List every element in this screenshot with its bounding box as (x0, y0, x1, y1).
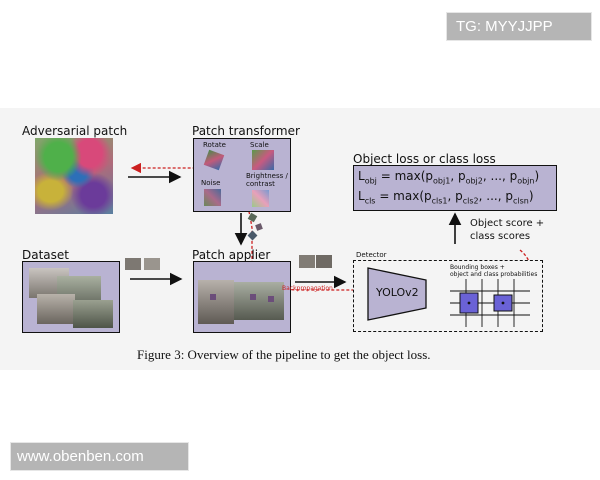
applied-patch-2 (250, 294, 256, 300)
patched-batch-thumb-1 (299, 255, 315, 268)
detector-box: YOLOv2 Bounding boxes + object and class… (353, 260, 543, 332)
bbox-label-2: object and class probabilities (450, 271, 538, 278)
yolo-trapezoid (367, 267, 427, 321)
patch-applier-box (193, 261, 291, 333)
applied-image-1 (198, 280, 234, 324)
dataset-box (22, 261, 120, 333)
dataset-label: Dataset (22, 248, 69, 262)
detection-grid (450, 279, 530, 327)
brightness-thumb (252, 190, 269, 207)
patch-transformer-label: Patch transformer (192, 124, 300, 138)
brightness-label-2: contrast (246, 180, 275, 188)
loss-box: Lobj = max(pobj1, pobj2, ..., pobjn) Lcl… (353, 165, 557, 211)
dataset-image-4 (73, 300, 113, 328)
rotate-label: Rotate (203, 141, 226, 149)
adversarial-patch-label: Adversarial patch (22, 124, 128, 138)
rotate-thumb (203, 149, 225, 171)
watermark-bottom-text: www.obenben.com (17, 448, 144, 465)
yolo-label: YOLOv2 (376, 286, 419, 299)
loss-label: Object loss or class loss (353, 152, 496, 166)
adversarial-patch-image (35, 138, 113, 214)
patch-transformer-box: Rotate Scale Noise Brightness / contrast (193, 138, 291, 212)
scale-thumb (252, 150, 274, 170)
watermark-top-right: TG: MYYJJPP (446, 12, 592, 41)
scale-label: Scale (250, 141, 269, 149)
brightness-label-1: Brightness / (246, 172, 288, 180)
backprop-label: Backpropagation (282, 285, 333, 292)
dataset-image-3 (37, 294, 75, 324)
figure-caption: Figure 3: Overview of the pipeline to ge… (137, 347, 431, 362)
applied-patch-1 (210, 294, 216, 300)
watermark-top-text: TG: MYYJJPP (456, 18, 553, 35)
applied-patch-3 (268, 296, 274, 302)
applied-image-2 (234, 282, 284, 320)
obj-loss-formula: Lobj = max(pobj1, pobj2, ..., pobjn) (358, 169, 540, 186)
scores-label-2: class scores (470, 231, 531, 242)
patched-batch-thumb-2 (316, 255, 332, 268)
bbox-label-1: Bounding boxes + (450, 264, 505, 271)
scores-label-1: Object score + (470, 218, 545, 229)
watermark-bottom-left: www.obenben.com (10, 442, 189, 471)
image-batch-thumb-2 (144, 258, 160, 270)
noise-thumb (204, 189, 221, 206)
patch-applier-label: Patch applier (192, 248, 271, 262)
image-batch-thumb-1 (125, 258, 141, 270)
noise-label: Noise (201, 179, 221, 187)
detector-label: Detector (356, 251, 387, 259)
cls-loss-formula: Lcls = max(pcls1, pcls2, ..., pclsn) (358, 189, 534, 206)
